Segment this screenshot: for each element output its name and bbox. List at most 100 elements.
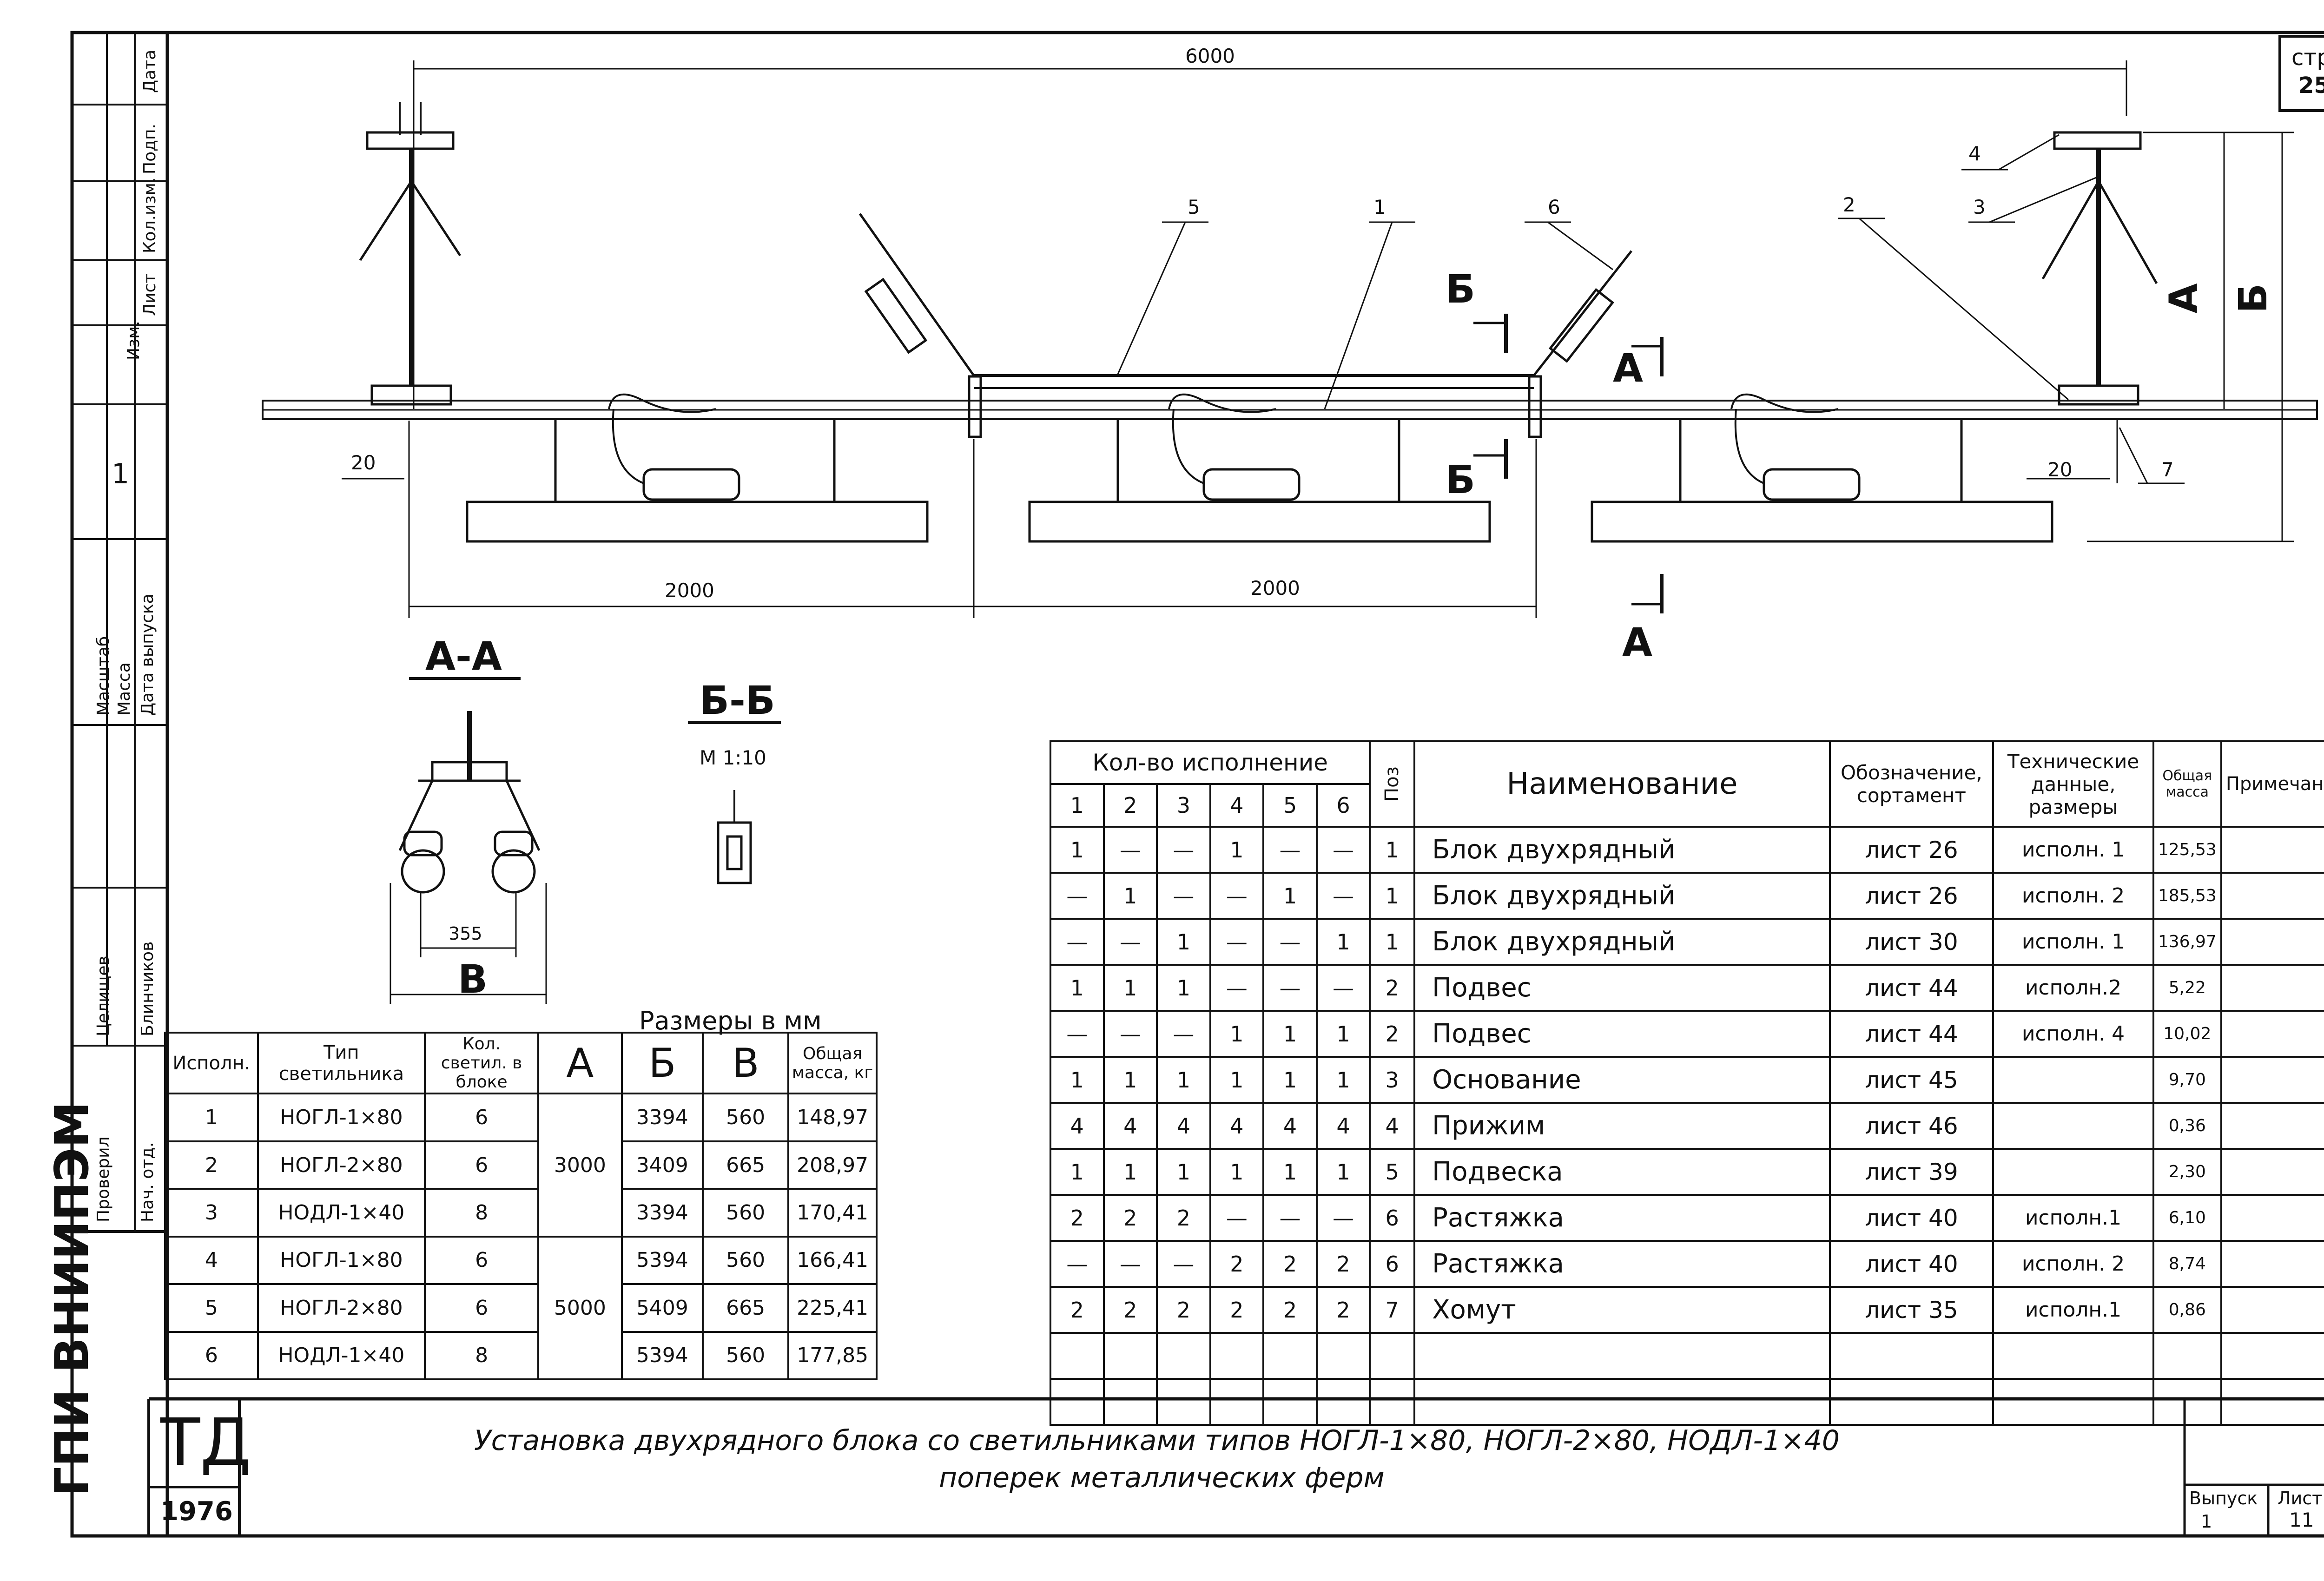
- spec-qty-cell: —: [1050, 1240, 1105, 1288]
- section-aa-title: А-А: [425, 633, 502, 679]
- spec-qty-cell: —: [1262, 964, 1318, 1012]
- spec-qty-cell: 1: [1156, 1056, 1211, 1104]
- dims-isp-cell: 4: [164, 1235, 259, 1285]
- spec-qty-cell: 1: [1315, 1056, 1371, 1104]
- dims-v-cell: 665: [702, 1140, 790, 1190]
- side-proveril-name: Целищев: [94, 955, 113, 1036]
- spec-name-cell: Блок двухрядный: [1413, 918, 1831, 966]
- spec-ref-cell: лист 26: [1829, 826, 1994, 874]
- dims-v-cell: 560: [702, 1235, 790, 1285]
- dims-v-cell: 665: [702, 1283, 790, 1333]
- elevation-view: [262, 60, 2318, 618]
- dims-header-b: Б: [621, 1031, 704, 1095]
- dims-qty-cell: 8: [424, 1331, 540, 1380]
- spec-name-cell: Подвеска: [1413, 1148, 1831, 1196]
- dims-b-cell: 3394: [621, 1093, 704, 1142]
- pos-header: Поз: [1369, 740, 1416, 828]
- dims-v-cell: 560: [702, 1331, 790, 1380]
- dims-qty-cell: 6: [424, 1283, 540, 1333]
- dims-b-cell: 5394: [621, 1235, 704, 1285]
- spec-tech-cell: [1992, 1056, 2154, 1104]
- spec-qty-cell: 1: [1103, 872, 1158, 920]
- spec-tech-cell: исполн.1: [1992, 1194, 2154, 1242]
- dims-b-cell: 5394: [621, 1331, 704, 1380]
- dims-header-v: В: [702, 1031, 790, 1095]
- qty-col-header: 2: [1103, 783, 1158, 828]
- position-label-3: 3: [1973, 196, 1986, 218]
- spec-qty-cell: —: [1103, 918, 1158, 966]
- spec-mass-cell: 185,53: [2152, 872, 2222, 920]
- dims-type-cell: НОГЛ-1×80: [257, 1093, 426, 1142]
- dims-isp-cell: 2: [164, 1140, 259, 1190]
- dims-qty-cell: 8: [424, 1188, 540, 1238]
- spec-qty-cell: —: [1209, 964, 1265, 1012]
- spec-name-cell: Растяжка: [1413, 1194, 1831, 1242]
- spec-tech-cell: исполн. 1: [1992, 918, 2154, 966]
- list-value: 11: [2289, 1509, 2314, 1531]
- spec-qty-cell: 1: [1209, 1056, 1265, 1104]
- spec-mass-cell: 136,97: [2152, 918, 2222, 966]
- side-label-podp: Подп.: [140, 124, 159, 174]
- dims-qty-cell: 6: [424, 1140, 540, 1190]
- qty-col-header: 1: [1050, 783, 1105, 828]
- spec-tech-cell: исполн. 1: [1992, 826, 2154, 874]
- spec-pos-cell: 7: [1369, 1286, 1416, 1334]
- spec-ref-cell: лист 45: [1829, 1056, 1994, 1104]
- spec-qty-cell: 1: [1262, 872, 1318, 920]
- spec-name-cell: Блок двухрядный: [1413, 826, 1831, 874]
- spec-qty-cell: 2: [1209, 1240, 1265, 1288]
- dims-mass-cell: 166,41: [787, 1235, 878, 1285]
- section-aa-view: [390, 677, 781, 1004]
- spec-qty-cell: 1: [1262, 1148, 1318, 1196]
- dim-left-2000: 2000: [665, 579, 714, 602]
- side-label-izm: Изм.: [124, 321, 143, 360]
- spec-qty-cell: —: [1315, 1194, 1371, 1242]
- spec-note-cell: [2220, 826, 2324, 874]
- side-nach-otd: Нач. отд.: [138, 1142, 157, 1222]
- side-label-list: Лист: [140, 273, 159, 316]
- dims-type-cell: НОДЛ-1×40: [257, 1331, 426, 1380]
- dims-b-cell: 3409: [621, 1140, 704, 1190]
- spec-qty-cell: 4: [1156, 1102, 1211, 1150]
- title-line-1: Установка двухрядного блока со светильни…: [474, 1424, 1840, 1457]
- section-bb-title: Б-Б: [700, 678, 775, 723]
- spec-mass-cell: 5,22: [2152, 964, 2222, 1012]
- dim-total-6000: 6000: [1185, 45, 1235, 67]
- spec-qty-cell: 4: [1315, 1102, 1371, 1150]
- mass-header: Общая масса: [2152, 740, 2222, 828]
- dims-type-cell: НОГЛ-2×80: [257, 1283, 426, 1333]
- dims-mass-cell: 225,41: [787, 1283, 878, 1333]
- dims-header-type: Тип светильника: [257, 1031, 426, 1095]
- spec-note-cell: [2220, 1286, 2324, 1334]
- vypusk-label: Выпуск: [2189, 1488, 2258, 1509]
- spec-ref-cell: лист 44: [1829, 1010, 1994, 1058]
- spec-tech-cell: исполн.1: [1992, 1286, 2154, 1334]
- side-one: 1: [112, 458, 130, 490]
- spec-qty-cell: 1: [1262, 1010, 1318, 1058]
- spec-pos-cell: 5: [1369, 1148, 1416, 1196]
- dims-header-a: А: [537, 1031, 623, 1095]
- spec-note-cell: [2220, 1240, 2324, 1288]
- spec-mass-cell: 10,02: [2152, 1010, 2222, 1058]
- spec-qty-cell: 1: [1209, 826, 1265, 874]
- spec-qty-cell: 2: [1315, 1286, 1371, 1334]
- spec-ref-cell: лист 35: [1829, 1286, 1994, 1334]
- spec-qty-cell: 1: [1209, 1148, 1265, 1196]
- spec-pos-cell: 4: [1369, 1102, 1416, 1150]
- dims-v-cell: 560: [702, 1188, 790, 1238]
- side-org: ГПИ ВНИИПЭМ: [45, 1101, 99, 1496]
- spec-qty-cell: —: [1156, 826, 1211, 874]
- dims-isp-cell: 6: [164, 1331, 259, 1380]
- specification-table: Кол-во исполнение Поз Наименование Обозн…: [1049, 740, 2324, 1426]
- spec-name-cell: Подвес: [1413, 1010, 1831, 1058]
- spec-qty-cell: 1: [1262, 1056, 1318, 1104]
- spec-note-cell: [2220, 918, 2324, 966]
- page-number-label: стр.: [2291, 45, 2324, 71]
- spec-name-cell: Прижим: [1413, 1102, 1831, 1150]
- dim-small-left-20: 20: [351, 451, 376, 474]
